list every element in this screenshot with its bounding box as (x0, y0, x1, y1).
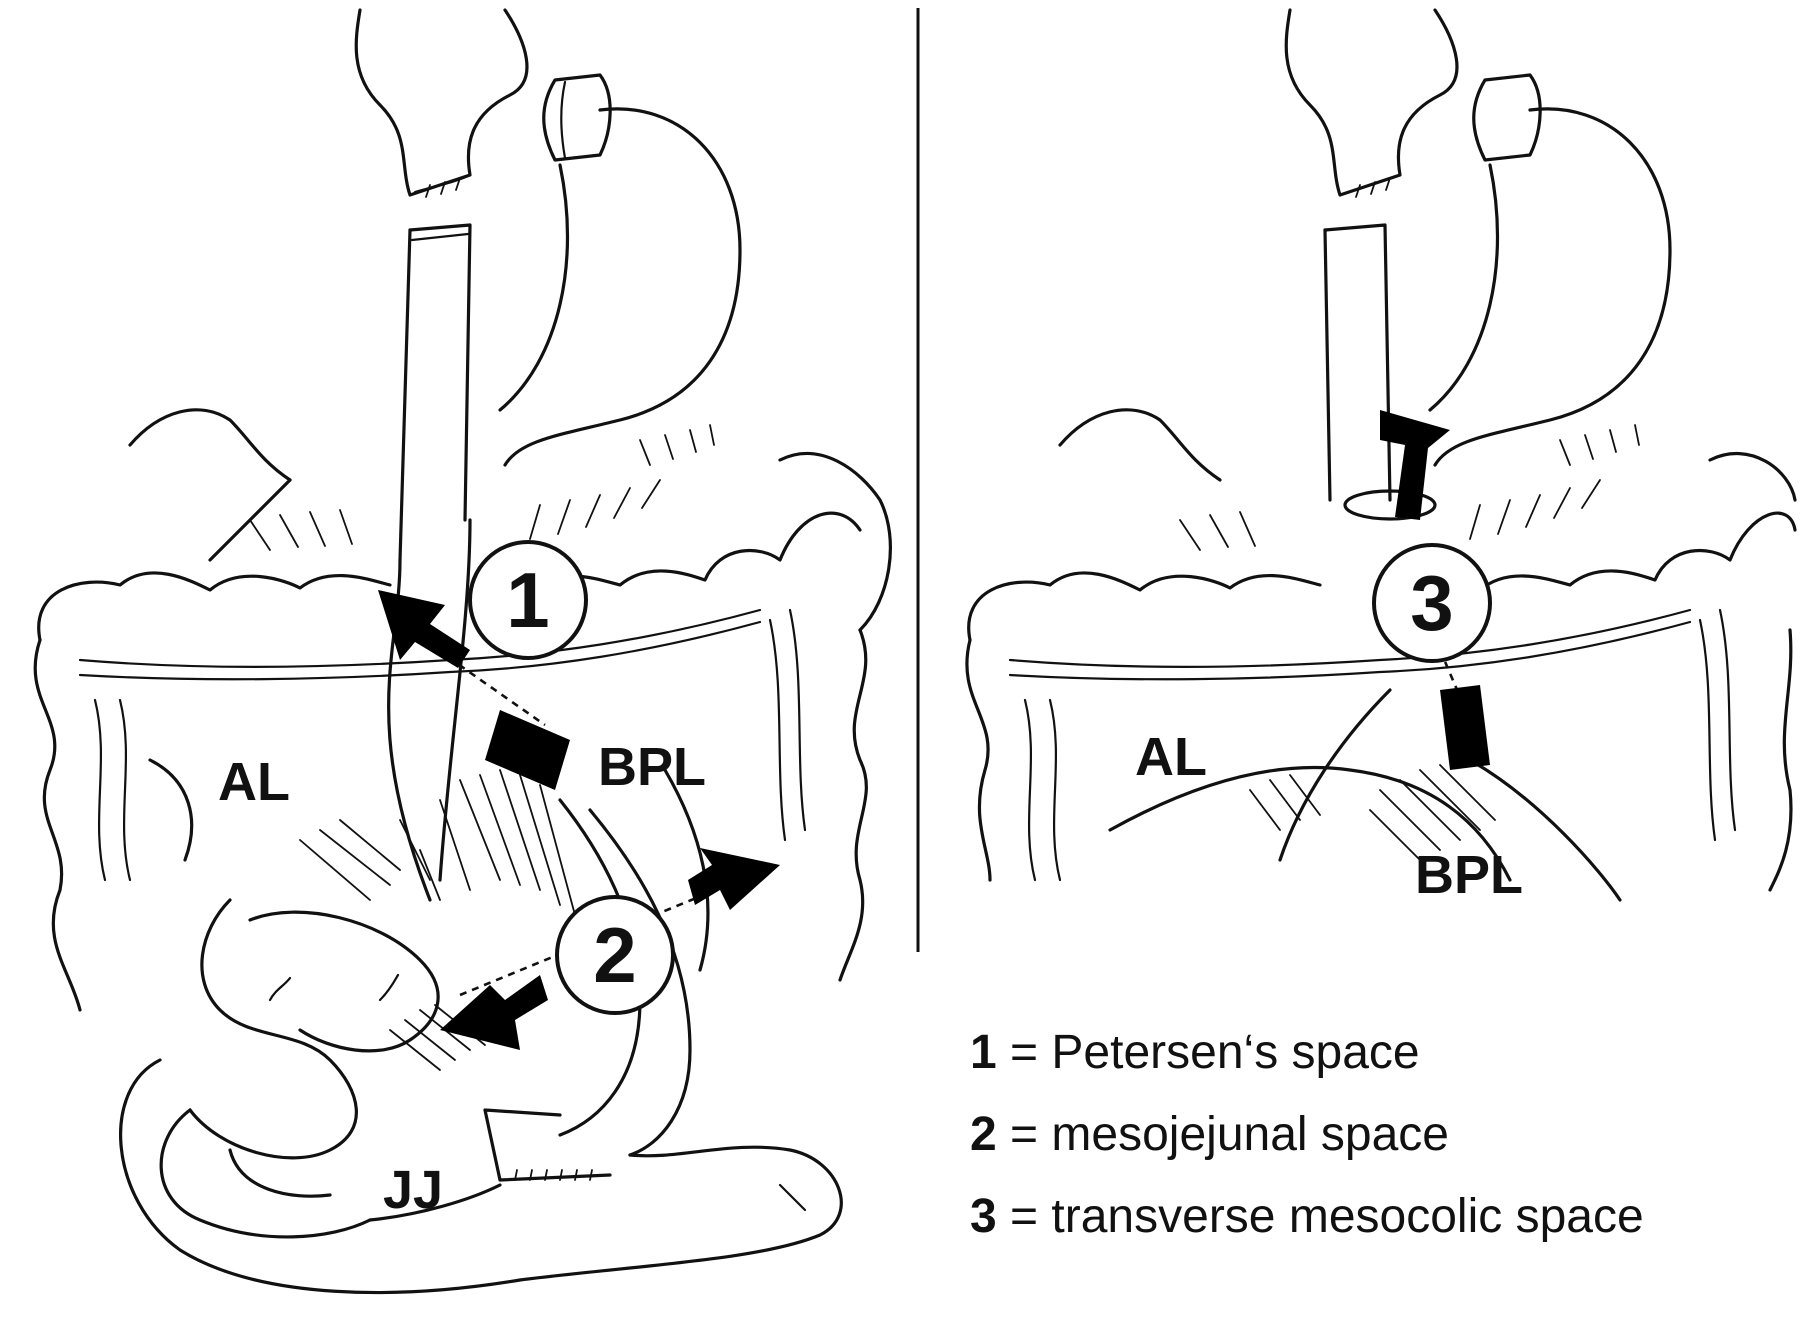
legend-key-1: 1 (970, 1026, 997, 1079)
marker-2-number: 2 (593, 911, 636, 999)
transverse-colon-left (37, 511, 862, 642)
arrow-transverse-mesocolic-up (1380, 410, 1450, 520)
marker-space-2: 2 (555, 895, 675, 1015)
esophagus-right (1284, 8, 1459, 197)
arrow-petersen-left (378, 590, 470, 668)
legend-text-1: = Petersen‘s space (1010, 1026, 1420, 1079)
descending-colon-left (838, 628, 868, 982)
stomach-remnant-right (1433, 107, 1672, 467)
biliopancreatic-limb-left (588, 808, 692, 1157)
alimentary-limb-left (438, 518, 472, 882)
marker-space-1: 1 (468, 540, 588, 660)
transverse-colon-right (967, 511, 1797, 642)
label-al-left: AL (218, 752, 290, 812)
legend: 1 = Petersen‘s space 2 = mesojejunal spa… (970, 1025, 1770, 1271)
marker-space-3: 3 (1372, 543, 1492, 663)
arrow-mesojejunal-left (440, 975, 548, 1050)
label-jj: JJ (383, 1160, 443, 1220)
legend-key-3: 3 (970, 1190, 997, 1243)
label-al-right: AL (1135, 727, 1207, 787)
legend-item-1: 1 = Petersen‘s space (970, 1025, 1770, 1107)
gastric-pouch-left (542, 73, 612, 162)
arrow-transverse-mesocolic-block (1440, 685, 1490, 770)
legend-item-2: 2 = mesojejunal space (970, 1107, 1770, 1189)
left-panel: AL BPL JJ 1 2 (33, 8, 892, 1295)
legend-key-2: 2 (970, 1108, 997, 1161)
dashed-line-space-2 (459, 878, 741, 997)
gastric-pouch-right (1472, 73, 1542, 162)
esophagus-left (354, 8, 529, 197)
label-bpl-right: BPL (1415, 845, 1523, 905)
legend-item-3: 3 = transverse mesocolic space (970, 1189, 1770, 1271)
small-bowel-left (188, 898, 358, 1160)
marker-1-number: 1 (506, 556, 549, 644)
ascending-colon-left (33, 638, 82, 1012)
arrow-mesojejunal-right (688, 848, 780, 910)
arrow-petersen-block (485, 710, 570, 790)
stomach-remnant-left (503, 107, 742, 467)
right-panel: AL BPL 3 (965, 8, 1797, 905)
marker-3-number: 3 (1410, 559, 1453, 647)
legend-text-2: = mesojejunal space (1010, 1108, 1449, 1161)
label-bpl-left: BPL (598, 737, 706, 797)
legend-text-3: = transverse mesocolic space (1010, 1190, 1644, 1243)
